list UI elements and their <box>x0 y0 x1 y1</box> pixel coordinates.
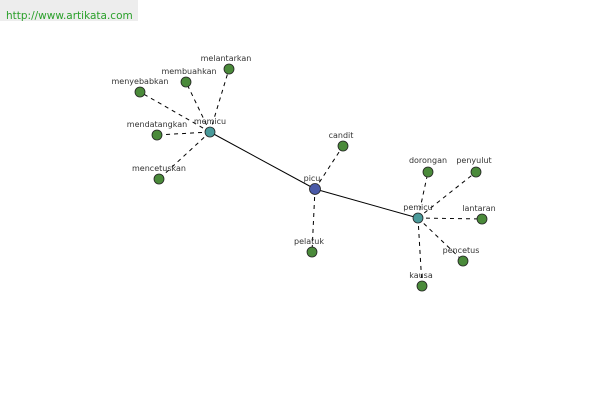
node-dorongan[interactable] <box>422 166 434 178</box>
edge-pemicu-lantaran <box>417 217 483 220</box>
graph-edges <box>139 68 483 287</box>
node-label-lantaran[interactable]: lantaran <box>462 204 496 213</box>
node-kausa[interactable] <box>416 280 428 292</box>
url-bar: http://www.artikata.com <box>0 0 138 22</box>
node-menyebabkan[interactable] <box>134 86 146 98</box>
node-memicu[interactable] <box>204 126 216 138</box>
node-label-menyebabkan[interactable]: menyebabkan <box>112 77 169 86</box>
edge-memicu-melantarkan <box>209 68 230 133</box>
edge-pemicu-pencetus <box>417 217 464 262</box>
node-pelatuk[interactable] <box>306 246 318 258</box>
node-membuahkan[interactable] <box>180 76 192 88</box>
node-label-pemicu[interactable]: pemicu <box>403 203 432 212</box>
node-label-pelatuk[interactable]: pelatuk <box>294 237 324 246</box>
node-pencetus[interactable] <box>457 255 469 267</box>
edge-memicu-menyebabkan <box>139 91 211 133</box>
graph-labels: picu memicu pemicu candit pelatuk melantarkan… <box>112 54 496 280</box>
node-melantarkan[interactable] <box>223 63 235 75</box>
node-picu[interactable] <box>309 183 321 195</box>
node-label-mendatangkan[interactable]: mendatangkan <box>127 120 187 129</box>
node-label-penyulut[interactable]: penyulut <box>456 156 491 165</box>
node-label-pencetus[interactable]: pencetus <box>443 246 480 255</box>
node-label-dorongan[interactable]: dorongan <box>409 156 447 165</box>
node-candit[interactable] <box>337 140 349 152</box>
node-label-membuahkan[interactable]: membuahkan <box>161 67 216 76</box>
edge-pemicu-kausa <box>417 217 423 287</box>
node-label-picu[interactable]: picu <box>304 174 321 183</box>
edge-memicu-mendatangkan <box>156 131 211 136</box>
node-lantaran[interactable] <box>476 213 488 225</box>
site-url-link[interactable]: http://www.artikata.com <box>6 10 133 22</box>
edge-picu-candit <box>314 145 344 190</box>
edge-memicu-membuahkan <box>185 81 211 133</box>
edge-picu-pemicu <box>314 188 419 219</box>
node-mendatangkan[interactable] <box>151 129 163 141</box>
edge-memicu-mencetuskan <box>158 131 211 180</box>
node-penyulut[interactable] <box>470 166 482 178</box>
node-label-melantarkan[interactable]: melantarkan <box>201 54 252 63</box>
node-label-candit[interactable]: candit <box>329 131 354 140</box>
node-label-mencetuskan[interactable]: mencetuskan <box>132 164 186 173</box>
node-label-memicu[interactable]: memicu <box>194 117 226 126</box>
node-label-kausa[interactable]: kausa <box>409 271 433 280</box>
node-mencetuskan[interactable] <box>153 173 165 185</box>
graph-nodes <box>134 63 488 292</box>
edge-picu-pelatuk <box>311 188 316 253</box>
edge-picu-memicu <box>209 131 316 190</box>
node-pemicu[interactable] <box>412 212 424 224</box>
